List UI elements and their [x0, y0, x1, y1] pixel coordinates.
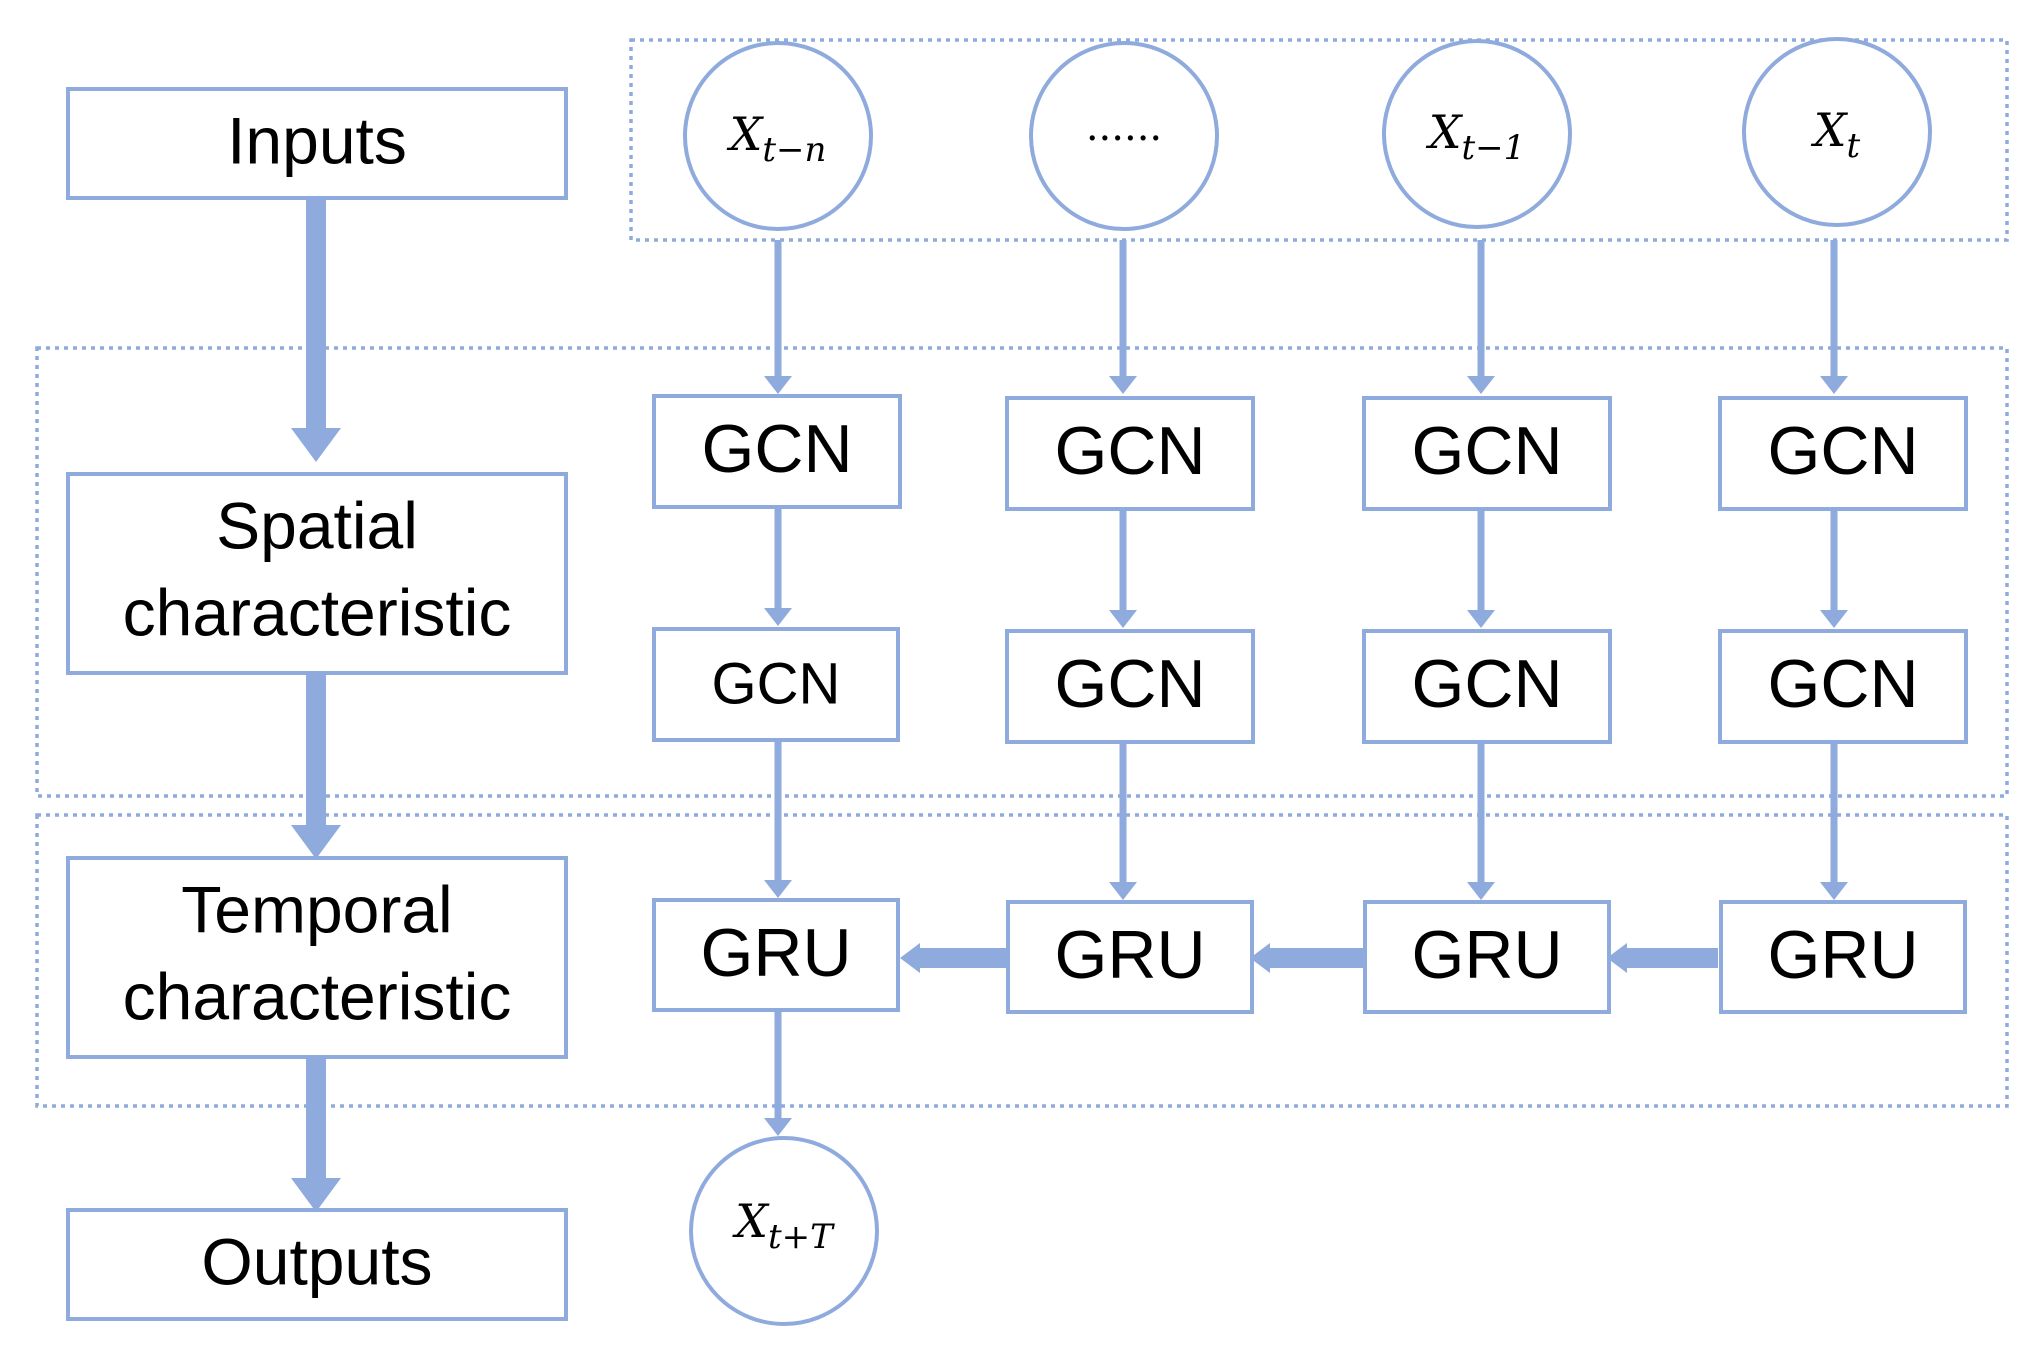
svg-text:Xt−n: Xt−n — [727, 107, 827, 170]
gcn-layer2-label: GCN — [1411, 646, 1562, 722]
gcn-layer1-label: GCN — [1054, 413, 1205, 489]
gcn-layer1-label: GCN — [1767, 413, 1918, 489]
input-sequence-frame — [629, 38, 2009, 242]
gru-label: GRU — [1054, 917, 1205, 993]
gru-node-3: GRU — [1363, 900, 1611, 1014]
gcn-layer1-label: GCN — [1411, 413, 1562, 489]
pipeline-arrow-temporal-to-outputs — [291, 1057, 341, 1212]
column-4-connectors — [1820, 240, 1848, 900]
column-3-connectors — [1467, 240, 1495, 900]
gru-label: GRU — [1767, 917, 1918, 993]
svg-text:Xt: Xt — [1811, 103, 1861, 166]
gcn-layer1-node-4: GCN — [1718, 396, 1968, 511]
spatial-stage-box: Spatial characteristic — [66, 472, 568, 675]
input-node-subscript: t−1 — [1461, 128, 1525, 168]
pipeline-arrow-spatial-to-temporal — [291, 673, 341, 859]
gcn-layer1-node-3: GCN — [1362, 396, 1612, 511]
gcn-layer2-node-4: GCN — [1718, 629, 1968, 744]
gru-node-2: GRU — [1006, 900, 1254, 1014]
gru-label: GRU — [700, 915, 851, 991]
gcn-layer2-node-1: GCN — [652, 627, 900, 742]
temporal-stage-box: Temporal characteristic — [66, 856, 568, 1059]
svg-text:Xt−1: Xt−1 — [1426, 105, 1526, 168]
column-2-connectors — [1109, 240, 1137, 900]
output-node-base: X — [732, 1194, 770, 1248]
input-node-base: X — [727, 107, 765, 161]
gru-node-1: GRU — [652, 898, 900, 1012]
gru-recurrent-arrow-2-to-1 — [900, 943, 1006, 973]
input-node-base: X — [1811, 103, 1849, 157]
pipeline-arrow-inputs-to-spatial — [291, 198, 341, 462]
column-1-connectors — [764, 240, 792, 898]
inputs-stage-label: Inputs — [227, 103, 407, 177]
spatial-region-frame — [35, 346, 2009, 798]
gcn-layer1-node-2: GCN — [1005, 396, 1255, 511]
input-node-subscript: t — [1847, 126, 1861, 166]
input-node-subscript: t−n — [762, 130, 826, 170]
input-node-base: X — [1426, 105, 1464, 159]
gcn-layer2-label: GCN — [712, 651, 841, 716]
gcn-layer1-label: GCN — [701, 411, 852, 487]
spatial-stage-label-line2: characteristic — [123, 575, 512, 649]
input-node-x-t-minus-1: Xt−1 — [1382, 39, 1572, 229]
temporal-stage-label-line1: Temporal — [181, 872, 452, 946]
gru-recurrent-arrow-3-to-2 — [1250, 943, 1363, 973]
gru-recurrent-arrow-4-to-3 — [1607, 943, 1718, 973]
spatial-stage-label-line1: Spatial — [216, 488, 418, 562]
output-node-x-t-plus-T: Xt+T — [689, 1136, 879, 1326]
gcn-layer2-label: GCN — [1767, 646, 1918, 722]
gru-node-4: GRU — [1719, 900, 1967, 1014]
input-node-x-t-minus-n: Xt−n — [683, 41, 873, 231]
gcn-layer2-node-2: GCN — [1005, 629, 1255, 744]
gru-to-output-arrow — [764, 1010, 792, 1136]
gcn-layer2-node-3: GCN — [1362, 629, 1612, 744]
outputs-stage-box: Outputs — [66, 1208, 568, 1321]
inputs-stage-box: Inputs — [66, 87, 568, 200]
gcn-layer1-node-1: GCN — [652, 394, 902, 509]
input-node-x-t: Xt — [1742, 37, 1932, 227]
gru-label: GRU — [1411, 917, 1562, 993]
output-node-subscript: t+T — [768, 1217, 835, 1257]
temporal-stage-label-line2: characteristic — [123, 959, 512, 1033]
temporal-region-frame — [35, 813, 2009, 1108]
svg-text:Xt+T: Xt+T — [732, 1194, 835, 1257]
input-node-dots: ...... — [1086, 104, 1162, 150]
input-node-ellipsis: ...... — [1029, 41, 1219, 231]
gcn-layer2-label: GCN — [1054, 646, 1205, 722]
outputs-stage-label: Outputs — [201, 1224, 432, 1298]
